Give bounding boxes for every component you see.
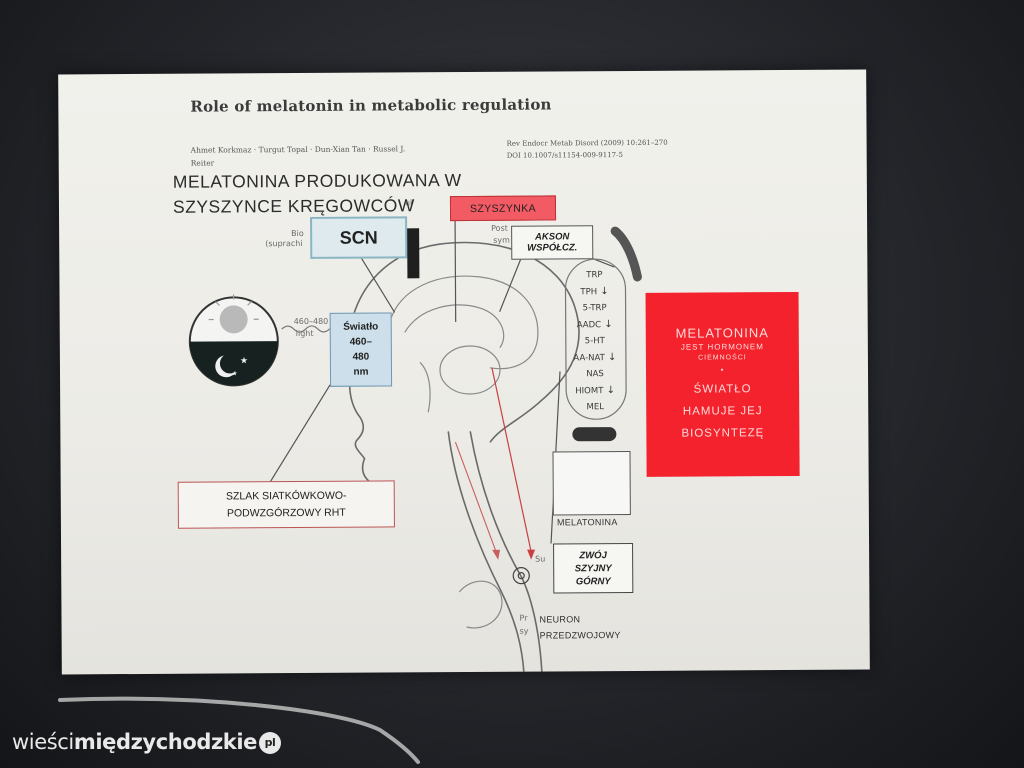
red-pathway-lines bbox=[454, 367, 536, 560]
rht-line-1: SZLAK SIATKÓWKOWO- bbox=[225, 489, 347, 502]
light-line-1: Światło bbox=[343, 321, 379, 333]
screen-edge-reflection bbox=[58, 696, 420, 764]
down-arrow-icon: ↓ bbox=[601, 318, 613, 330]
light-wavelength-box: Światło 460– 480 nm bbox=[329, 312, 393, 387]
svg-text:★: ★ bbox=[240, 356, 248, 366]
svg-text:★: ★ bbox=[232, 370, 237, 377]
pathway-step: TRP bbox=[586, 270, 603, 281]
neuron-label: NEURON PRZEDZWOJOWY bbox=[539, 611, 620, 643]
akson-label-box: AKSON WSPÓŁCZ. bbox=[511, 225, 594, 260]
pathway-capsule bbox=[564, 226, 642, 442]
scn-label-box: SCN bbox=[310, 216, 408, 259]
zwoj-line-2: SZYJNY bbox=[574, 562, 612, 574]
spinal-cord-sketch bbox=[458, 567, 530, 629]
watermark-part-1: wieści bbox=[12, 730, 74, 754]
akson-line-1: AKSON bbox=[534, 231, 570, 243]
zwoj-line-3: GÓRNY bbox=[575, 575, 611, 587]
down-arrow-icon: ↓ bbox=[604, 351, 617, 363]
projected-slide: Role of melatonin in metabolic regulatio… bbox=[58, 69, 870, 675]
light-line-3: 480 bbox=[352, 351, 370, 363]
pathway-step: HIOMT ↓ bbox=[575, 384, 615, 396]
red-line-6: HAMUJE JEJ bbox=[682, 404, 763, 418]
watermark-part-3: pl bbox=[259, 732, 282, 754]
down-arrow-icon: ↓ bbox=[597, 285, 609, 297]
head-outline bbox=[347, 241, 580, 673]
pathway-step: NAS bbox=[586, 369, 604, 380]
rht-line-2: PODWZGÓRZOWY RHT bbox=[226, 506, 346, 519]
zwoj-line-1: ZWÓJ bbox=[579, 549, 607, 561]
diagram-drawing: ★ ★ bbox=[188, 219, 642, 673]
watermark-part-2: międzychodzkie bbox=[73, 730, 258, 754]
szyszynka-label-box: SZYSZYNKA bbox=[449, 195, 557, 222]
melatonin-info-box: MELATONINA JEST HORMONEM CIEMNOŚCI • ŚWI… bbox=[645, 291, 800, 477]
light-line-2: 460– bbox=[349, 336, 372, 348]
down-arrow-icon: ↓ bbox=[603, 384, 615, 396]
melatonin-synthesis-pathway: TRP TPH ↓ 5-TRP AADC ↓ 5-HT AA-NAT ↓ NAS… bbox=[563, 267, 626, 416]
sun-moon-icon: ★ ★ bbox=[188, 294, 331, 387]
rht-pathway-box: SZLAK SIATKÓWKOWO- PODWZGÓRZOWY RHT bbox=[177, 480, 395, 529]
red-line-4: • bbox=[720, 364, 725, 374]
red-line-5: ŚWIATŁO bbox=[693, 382, 752, 396]
light-line-4: nm bbox=[353, 366, 369, 378]
dark-bar bbox=[407, 228, 420, 279]
pathway-step: TPH ↓ bbox=[580, 285, 609, 297]
brain-outline bbox=[389, 275, 539, 413]
melatonina-curve-label: MELATONINA bbox=[556, 517, 618, 528]
neuron-line-1: NEURON bbox=[539, 614, 581, 625]
pathway-step: 5-HT bbox=[584, 336, 605, 347]
red-line-1: MELATONINA bbox=[675, 324, 769, 341]
pathway-step: AADC ↓ bbox=[576, 318, 613, 330]
red-line-7: BIOSYNTEZĘ bbox=[681, 426, 765, 440]
red-line-2: JEST HORMONEM bbox=[680, 341, 764, 352]
akson-line-2: WSPÓŁCZ. bbox=[527, 242, 578, 254]
pathway-step: MEL bbox=[586, 402, 604, 413]
red-line-3: CIEMNOŚCI bbox=[698, 353, 747, 362]
zwoj-szyjny-box: ZWÓJ SZYJNY GÓRNY bbox=[553, 542, 634, 594]
pathway-step: AA-NAT ↓ bbox=[573, 351, 617, 363]
neuron-line-2: PRZEDZWOJOWY bbox=[539, 630, 621, 641]
pathway-step: 5-TRP bbox=[582, 303, 607, 314]
bell-curve-frame bbox=[552, 450, 631, 516]
